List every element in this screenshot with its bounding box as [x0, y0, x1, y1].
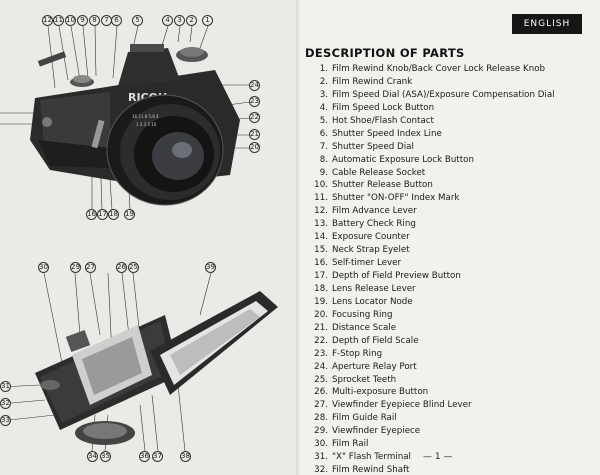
callout-4: 4 — [162, 15, 173, 26]
callout-1: 1 — [202, 15, 213, 26]
parts-list: 1.Film Rewind Knob/Back Cover Lock Relea… — [304, 64, 594, 475]
part-item: 1.Film Rewind Knob/Back Cover Lock Relea… — [319, 64, 546, 74]
camera-back-illustration — [0, 272, 278, 452]
callout-30: 30 — [38, 262, 49, 273]
part-item: 3.Film Speed Dial (ASA)/Exposure Compens… — [319, 89, 555, 100]
callout-11: 11 — [53, 15, 64, 26]
callout-16: 16 — [86, 209, 97, 220]
callout-39: 39 — [205, 262, 216, 273]
callout-27: 27 — [85, 262, 96, 273]
callout-10: 10 — [65, 15, 76, 26]
callout-26: 26 — [116, 262, 127, 273]
part-item: 17.Depth of Field Preview Button — [314, 271, 461, 281]
callout-2: 2 — [186, 15, 197, 26]
part-item: 16.Self-timer Lever — [314, 258, 402, 269]
part-item: 25.Sprocket Teeth — [314, 374, 397, 385]
callout-37: 37 — [152, 451, 163, 462]
right-page — [300, 0, 600, 475]
page-number: — 1 — — [423, 452, 453, 462]
part-item: 13.Battery Check Ring — [314, 219, 416, 230]
callout-18: 18 — [108, 209, 119, 220]
callout-29: 29 — [70, 262, 81, 273]
callout-31: 31 — [0, 381, 11, 392]
callout-23: 23 — [249, 96, 260, 107]
part-item: 5.Hot Shoe/Flash Contact — [319, 115, 434, 126]
part-item: 4.Film Speed Lock Button — [319, 102, 435, 113]
callout-34: 34 — [87, 451, 98, 462]
part-item: 24.Aperture Relay Port — [314, 361, 417, 372]
callout-38: 38 — [180, 451, 191, 462]
part-item: 14.Exposure Counter — [314, 232, 410, 243]
callout-24: 24 — [249, 80, 260, 91]
part-item: 7.Shutter Speed Dial — [319, 141, 414, 152]
part-item: 31."X" Flash Terminal — [314, 452, 411, 463]
part-item: 27.Viewfinder Eyepiece Blind Lever — [314, 400, 472, 411]
part-item: 8.Automatic Exposure Lock Button — [319, 154, 474, 165]
callout-35: 35 — [100, 451, 111, 462]
left-page: RICOH 16 11 8 5.6 4 1 2 3 5 10 12 — [0, 15, 278, 462]
callout-19: 19 — [124, 209, 135, 220]
part-item: 28.Film Guide Rail — [314, 413, 397, 424]
part-item: 6.Shutter Speed Index Line — [319, 128, 442, 139]
callout-3: 3 — [174, 15, 185, 26]
part-item: 11.Shutter "ON-OFF" Index Mark — [314, 193, 460, 204]
callout-6: 6 — [111, 15, 122, 26]
part-item: 23.F-Stop Ring — [314, 348, 383, 359]
callout-25: 25 — [128, 262, 139, 273]
part-item: 30.Film Rail — [314, 439, 369, 450]
callout-33: 33 — [0, 415, 11, 426]
part-item: 9.Cable Release Socket — [319, 167, 426, 178]
callout-9: 9 — [77, 15, 88, 26]
part-item: 26.Multi-exposure Button — [314, 387, 429, 398]
language-tab: ENGLISH — [512, 14, 582, 34]
part-item: 22.Depth of Field Scale — [314, 335, 419, 346]
callout-32: 32 — [0, 398, 11, 409]
part-item: 12.Film Advance Lever — [314, 206, 417, 217]
part-item: 18.Lens Release Lever — [314, 283, 416, 294]
callout-21: 21 — [249, 129, 260, 140]
part-item: 15.Neck Strap Eyelet — [314, 245, 410, 256]
callout-12: 12 — [42, 15, 53, 26]
svg-text:1 2 3 5 10: 1 2 3 5 10 — [136, 122, 157, 127]
callout-36: 36 — [139, 451, 150, 462]
svg-text:16 11 8 5.6 4: 16 11 8 5.6 4 — [132, 114, 159, 119]
callout-22: 22 — [249, 112, 260, 123]
part-item: 21.Distance Scale — [314, 322, 397, 333]
part-item: 19.Lens Locator Node — [314, 296, 413, 307]
section-title: DESCRIPTION OF PARTS — [305, 46, 465, 60]
callout-5: 5 — [132, 15, 143, 26]
callout-17: 17 — [97, 209, 108, 220]
part-item: 2.Film Rewind Crank — [319, 76, 413, 87]
part-item: 32.Film Rewind Shaft — [314, 465, 410, 475]
callout-8: 8 — [89, 15, 100, 26]
part-item: 10.Shutter Release Button — [314, 180, 433, 191]
camera-front-illustration: RICOH 16 11 8 5.6 4 1 2 3 5 10 — [0, 25, 251, 211]
part-item: 29.Viewfinder Eyepiece — [314, 426, 421, 437]
callout-20: 20 — [249, 142, 260, 153]
part-item: 20.Focusing Ring — [314, 309, 393, 320]
